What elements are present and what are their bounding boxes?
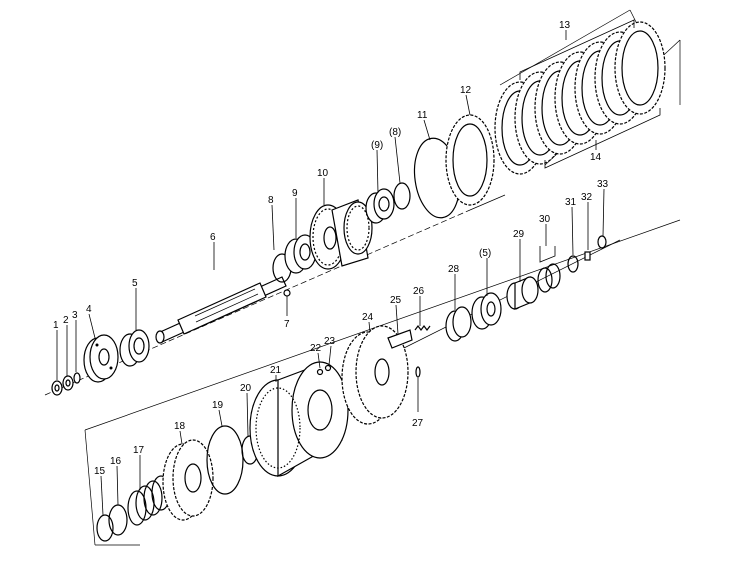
callout-31: 31 [565,197,577,208]
callout-13: 13 [559,20,571,31]
callout-25: 25 [390,295,402,306]
nut-part [51,380,63,396]
callout-14: 14 [590,152,602,163]
bearing-9b-part [365,188,395,224]
lever-25-part [387,329,413,349]
washer-31-part [567,255,579,273]
gear-10-part [309,199,373,270]
circlip-15-part [96,514,114,542]
toothed-plate-part [445,114,495,206]
pin-part [283,289,291,297]
clutch-plate-stack [494,21,666,175]
needle-bearing-28-part [445,306,472,342]
callout-33: 33 [597,179,609,190]
callout-23: 23 [324,336,336,347]
callout-5: 5 [132,278,138,289]
callout-labels: 1 2 3 4 5 6 7 8 9 10 (9) (8) 11 12 13 14… [53,20,609,477]
callout-30: 30 [539,214,551,225]
bearing-plate-part [83,334,119,383]
bearing-part [119,329,150,367]
callout-11: 11 [417,110,428,121]
callout-17: 17 [133,445,145,456]
callout-10: 10 [317,168,329,179]
ring-pair-30-part [537,263,561,293]
callout-26: 26 [413,286,425,297]
ring-19-part [206,425,244,495]
callout-2: 2 [63,315,69,326]
callout-6: 6 [210,232,216,243]
leader-lines [56,30,605,516]
callout-12: 12 [460,85,472,96]
callout-32: 32 [581,192,593,203]
callout-9: 9 [292,188,298,199]
pin-27-part [415,366,421,378]
callout-28: 28 [448,264,460,275]
callout-22: 22 [310,343,322,354]
callout-20: 20 [240,383,252,394]
callout-8-paren: (8) [389,127,401,138]
gear-18-part [162,439,214,521]
plate-brackets [519,19,661,169]
bearing-5b-part [471,292,502,330]
circlip-8b-part [393,182,411,210]
clutch-basket-21-part [249,361,349,478]
small-washer-part [73,372,81,384]
callout-16: 16 [110,456,122,467]
callout-19: 19 [212,400,224,411]
washer-part [62,375,74,391]
gear-24-part [341,325,409,425]
bolt-23-part [324,364,332,372]
spring-set-17-part [127,475,171,526]
callout-5-paren: (5) [479,248,491,259]
callout-9-paren: (9) [371,140,383,151]
callout-18: 18 [174,421,186,432]
callout-1: 1 [53,320,59,331]
input-shaft-part [155,276,287,344]
callout-27: 27 [412,418,424,429]
hub-29-part [506,276,539,310]
callout-4: 4 [86,304,92,315]
callout-8: 8 [268,195,274,206]
callout-7: 7 [284,319,290,330]
spring-26-part [414,325,431,331]
callout-3: 3 [72,310,78,321]
callout-24: 24 [362,312,374,323]
callout-29: 29 [513,229,525,240]
bolt-22-part [316,368,324,376]
callout-21: 21 [270,365,282,376]
nut-33-part [597,235,607,249]
clip-32-part [584,251,591,261]
callout-15: 15 [94,466,106,477]
